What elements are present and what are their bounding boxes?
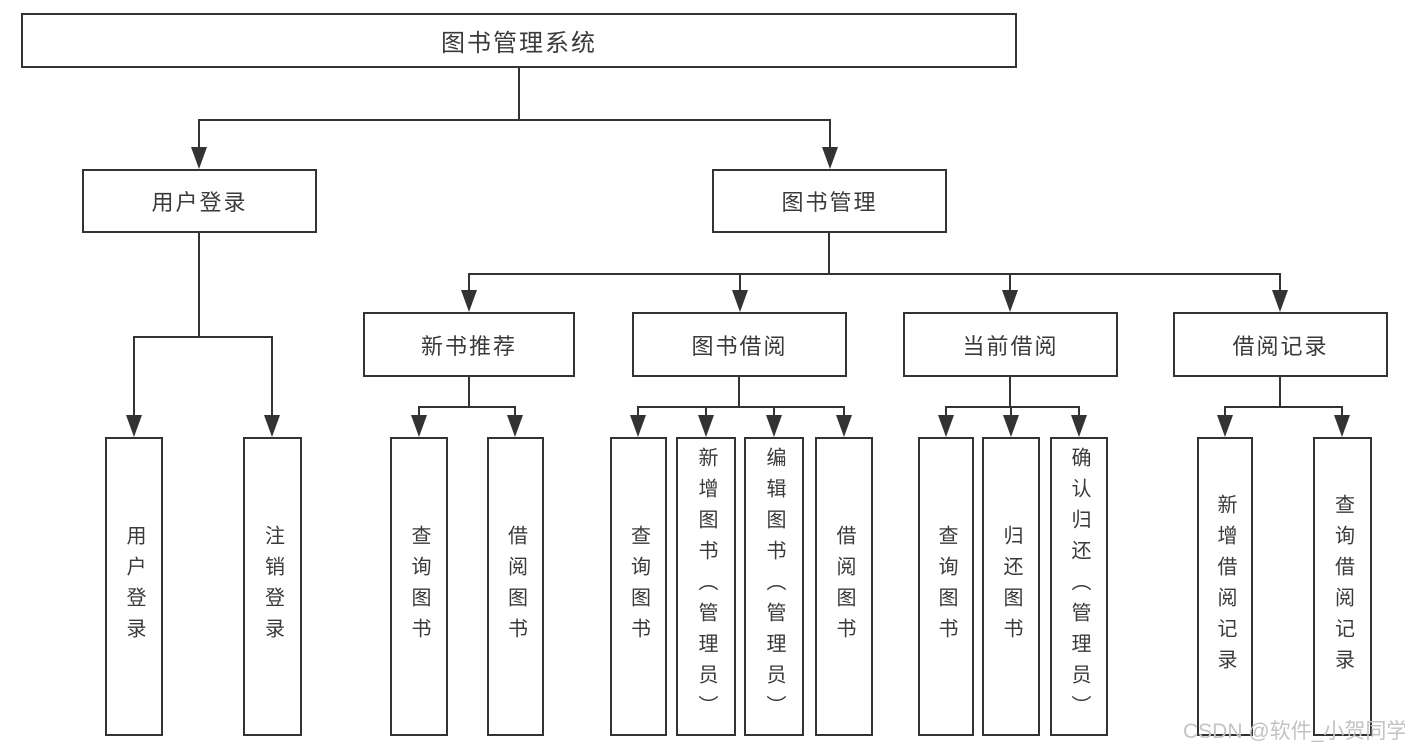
node-label: 图书借阅	[691, 333, 788, 359]
node-current-borrowing: 当前借阅	[903, 312, 1118, 377]
arrow-down-icon	[836, 415, 852, 437]
arrow-down-icon	[411, 415, 427, 437]
connector-user-login-stub	[198, 233, 200, 338]
arrow-down-icon	[264, 415, 280, 437]
node-label: 图书管理系统	[441, 30, 597, 57]
leaf-borrow-books-2: 借阅图书	[815, 437, 873, 736]
leaf-add-books-admin: 新增图书（管理员）	[676, 437, 736, 736]
connector-borrowing-records-branch	[1224, 406, 1343, 408]
node-borrowing-records: 借阅记录	[1173, 312, 1388, 377]
connector-stub	[1009, 273, 1011, 293]
arrow-down-icon	[507, 415, 523, 437]
connector-book-borrowing-stub	[738, 377, 740, 408]
connector-book-borrowing-branch	[637, 406, 845, 408]
node-user-login: 用户登录	[82, 169, 317, 233]
arrow-down-icon	[1003, 415, 1019, 437]
connector-stub	[1078, 406, 1080, 418]
arrow-down-icon	[732, 290, 748, 312]
connector-stub	[843, 406, 845, 418]
arrow-down-icon	[1217, 415, 1233, 437]
connector-stub	[1341, 406, 1343, 418]
arrow-down-icon	[630, 415, 646, 437]
leaf-query-books-2: 查询图书	[610, 437, 667, 736]
leaf-borrow-books-1: 借阅图书	[487, 437, 544, 736]
connector-book-management-stub	[828, 233, 830, 275]
leaf-user-login: 用户登录	[105, 437, 163, 736]
node-label: 新书推荐	[420, 333, 517, 359]
node-book-management: 图书管理	[712, 169, 947, 233]
connector-stub	[739, 273, 741, 293]
connector-stub	[468, 273, 470, 293]
node-library-management-system: 图书管理系统	[21, 13, 1017, 68]
connector-current-borrowing-stub	[1009, 377, 1011, 408]
connector-root-branch	[198, 119, 831, 121]
connector-stub	[829, 119, 831, 151]
leaf-query-borrow-record: 查询借阅记录	[1313, 437, 1372, 736]
node-label: 当前借阅	[962, 333, 1059, 359]
arrow-down-icon	[938, 415, 954, 437]
arrow-down-icon	[1002, 290, 1018, 312]
leaf-return-books: 归还图书	[982, 437, 1040, 736]
arrow-down-icon	[766, 415, 782, 437]
arrow-down-icon	[126, 415, 142, 437]
connector-stub	[133, 336, 135, 416]
connector-book-management-branch	[468, 273, 1281, 275]
node-label: 图书管理	[781, 190, 878, 215]
leaf-add-borrow-record: 新增借阅记录	[1197, 437, 1253, 736]
connector-stub	[773, 406, 775, 418]
arrow-down-icon	[1071, 415, 1087, 437]
connector-stub	[1010, 406, 1012, 418]
node-book-borrowing: 图书借阅	[632, 312, 847, 377]
connector-stub	[1279, 273, 1281, 293]
connector-root-stub	[518, 68, 520, 120]
arrow-down-icon	[461, 290, 477, 312]
leaf-query-books-3: 查询图书	[918, 437, 974, 736]
arrow-down-icon	[698, 415, 714, 437]
arrow-down-icon	[191, 147, 207, 169]
connector-borrowing-records-stub	[1279, 377, 1281, 408]
node-label: 用户登录	[151, 190, 248, 215]
connector-new-book-branch	[418, 406, 516, 408]
connector-stub	[514, 406, 516, 418]
connector-new-book-stub	[468, 377, 470, 408]
arrow-down-icon	[1334, 415, 1350, 437]
node-new-book-recommend: 新书推荐	[363, 312, 575, 377]
connector-stub	[637, 406, 639, 418]
leaf-logout: 注销登录	[243, 437, 302, 736]
arrow-down-icon	[1272, 290, 1288, 312]
connector-stub	[945, 406, 947, 418]
node-label: 借阅记录	[1232, 333, 1329, 359]
leaf-edit-books-admin: 编辑图书（管理员）	[744, 437, 804, 736]
connector-stub	[705, 406, 707, 418]
connector-stub	[418, 406, 420, 418]
leaf-query-books-1: 查询图书	[390, 437, 448, 736]
csdn-watermark: CSDN @软件_小贺同学	[1183, 720, 1405, 743]
leaf-confirm-return-admin: 确认归还（管理员）	[1050, 437, 1108, 736]
connector-user-login-branch	[133, 336, 273, 338]
connector-stub	[1224, 406, 1226, 418]
arrow-down-icon	[822, 147, 838, 169]
connector-current-borrowing-branch	[945, 406, 1079, 408]
connector-stub	[271, 336, 273, 416]
connector-stub	[198, 119, 200, 151]
